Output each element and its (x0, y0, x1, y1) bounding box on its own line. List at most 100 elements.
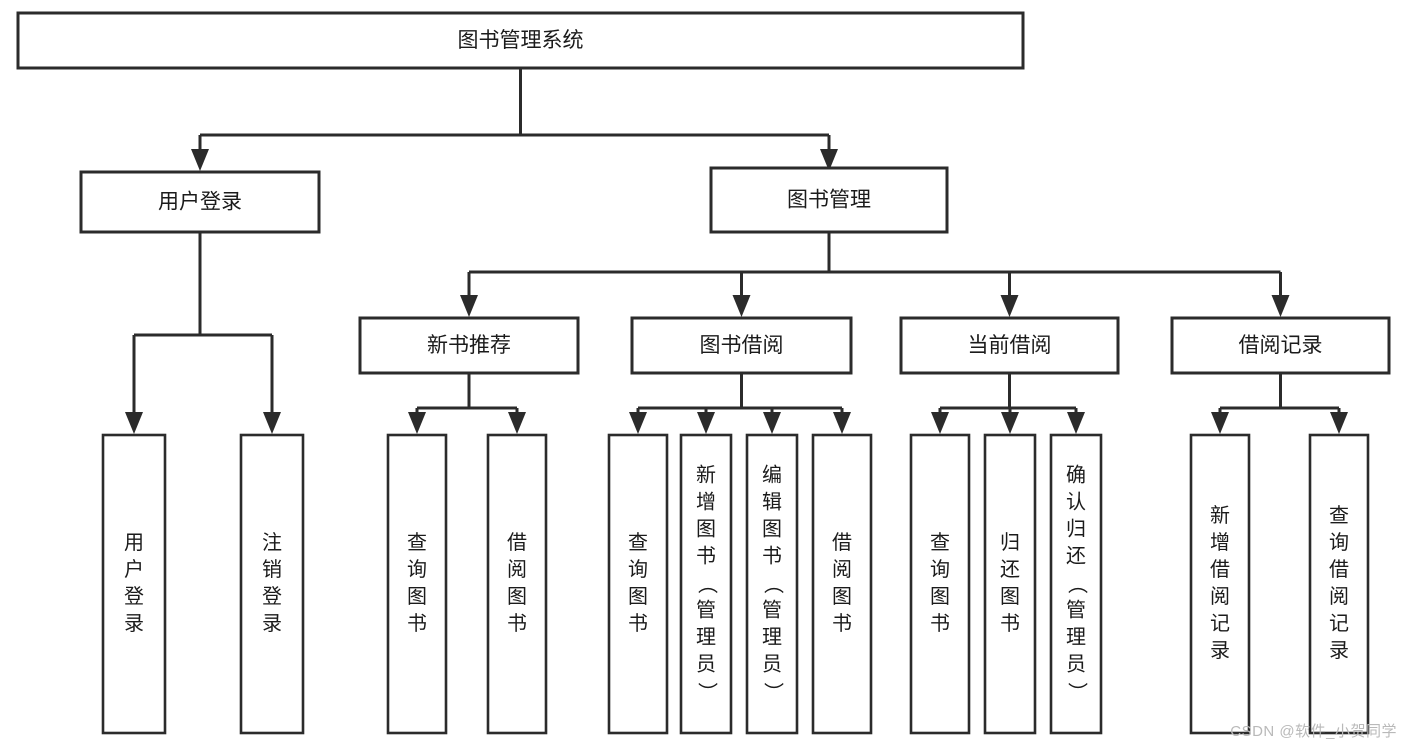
svg-text:图: 图 (930, 586, 950, 608)
connector-layer (125, 68, 1348, 434)
svg-text:编: 编 (762, 463, 782, 486)
node-用户登录-leaf-0-box (101, 433, 167, 735)
svg-text:理: 理 (762, 626, 782, 648)
svg-text:查: 查 (930, 531, 950, 554)
svg-text:增: 增 (696, 490, 716, 513)
svg-text:员: 员 (1066, 653, 1086, 675)
svg-text:阅: 阅 (507, 558, 527, 581)
arrow-head-icon (1000, 295, 1019, 317)
svg-text:书: 书 (507, 612, 527, 635)
svg-text:借: 借 (832, 531, 852, 554)
svg-text:归: 归 (1000, 531, 1020, 554)
svg-text:登: 登 (262, 585, 282, 608)
svg-text:图: 图 (1000, 586, 1020, 608)
svg-text:还: 还 (1066, 544, 1086, 567)
svg-text:书: 书 (407, 612, 427, 635)
svg-text:询: 询 (930, 558, 950, 581)
arrow-head-icon (763, 412, 781, 434)
node-新增借阅记录-leaf-11-box (1189, 433, 1251, 735)
node-图书管理系统-root-box (16, 11, 1025, 70)
svg-text:（: （ (762, 574, 785, 594)
arrow-head-icon (191, 149, 209, 171)
node-用户登录-l2-label: 用户登录 (158, 191, 242, 214)
node-归还图书-leaf-9-box (983, 433, 1037, 735)
arrow-head-icon (833, 412, 851, 434)
node-新增图书管理员-leaf-5-box (679, 433, 733, 735)
svg-text:归: 归 (1066, 517, 1086, 540)
svg-text:书: 书 (930, 612, 950, 635)
svg-text:图: 图 (507, 586, 527, 608)
svg-text:录: 录 (124, 613, 144, 635)
svg-text:员: 员 (696, 653, 716, 675)
node-图书借阅-l3[interactable]: 图书借阅 (630, 316, 853, 375)
svg-text:书: 书 (696, 544, 716, 567)
svg-text:新: 新 (696, 463, 716, 486)
node-当前借阅-l3-box (899, 316, 1120, 375)
node-确认归还管理员-leaf-10-box (1049, 433, 1103, 735)
svg-text:管: 管 (1066, 598, 1086, 621)
svg-text:查: 查 (407, 531, 427, 554)
node-借阅记录-l3-box (1170, 316, 1391, 375)
svg-text:录: 录 (1210, 640, 1230, 662)
svg-text:阅: 阅 (832, 558, 852, 581)
svg-text:确: 确 (1066, 463, 1086, 486)
node-用户登录-leaf-0[interactable]: 用户登录 (101, 433, 167, 735)
arrow-head-icon (408, 412, 426, 434)
svg-text:理: 理 (1066, 626, 1086, 648)
svg-text:借: 借 (1329, 558, 1349, 581)
svg-text:管: 管 (762, 598, 782, 621)
svg-text:录: 录 (262, 613, 282, 635)
node-图书借阅-l3-box (630, 316, 853, 375)
svg-text:书: 书 (1000, 612, 1020, 635)
node-新书推荐-l3[interactable]: 新书推荐 (358, 316, 580, 375)
svg-text:阅: 阅 (1210, 585, 1230, 608)
arrow-head-icon (460, 295, 478, 317)
node-图书管理-l2[interactable]: 图书管理 (709, 166, 949, 234)
svg-text:图: 图 (762, 518, 782, 540)
svg-text:还: 还 (1000, 558, 1020, 581)
svg-text:书: 书 (762, 544, 782, 567)
arrow-head-icon (1330, 412, 1348, 434)
svg-text:记: 记 (1210, 612, 1230, 635)
arrow-head-icon (125, 412, 143, 434)
svg-text:管: 管 (696, 598, 716, 621)
node-图书管理系统-root[interactable]: 图书管理系统 (16, 11, 1025, 70)
svg-text:注: 注 (262, 531, 282, 554)
node-借阅图书-leaf-3-box (486, 433, 548, 735)
svg-text:辑: 辑 (762, 490, 782, 513)
svg-text:销: 销 (262, 558, 282, 581)
svg-text:图: 图 (407, 586, 427, 608)
svg-text:借: 借 (507, 531, 527, 554)
node-借阅记录-l3[interactable]: 借阅记录 (1170, 316, 1391, 375)
node-借阅记录-l3-label: 借阅记录 (1239, 334, 1323, 357)
svg-text:）: ） (1066, 682, 1089, 702)
node-用户登录-l2[interactable]: 用户登录 (79, 170, 321, 234)
node-图书管理系统-root-label: 图书管理系统 (458, 29, 584, 52)
svg-text:录: 录 (1329, 640, 1349, 662)
svg-text:增: 增 (1210, 531, 1230, 554)
node-当前借阅-l3[interactable]: 当前借阅 (899, 316, 1120, 375)
